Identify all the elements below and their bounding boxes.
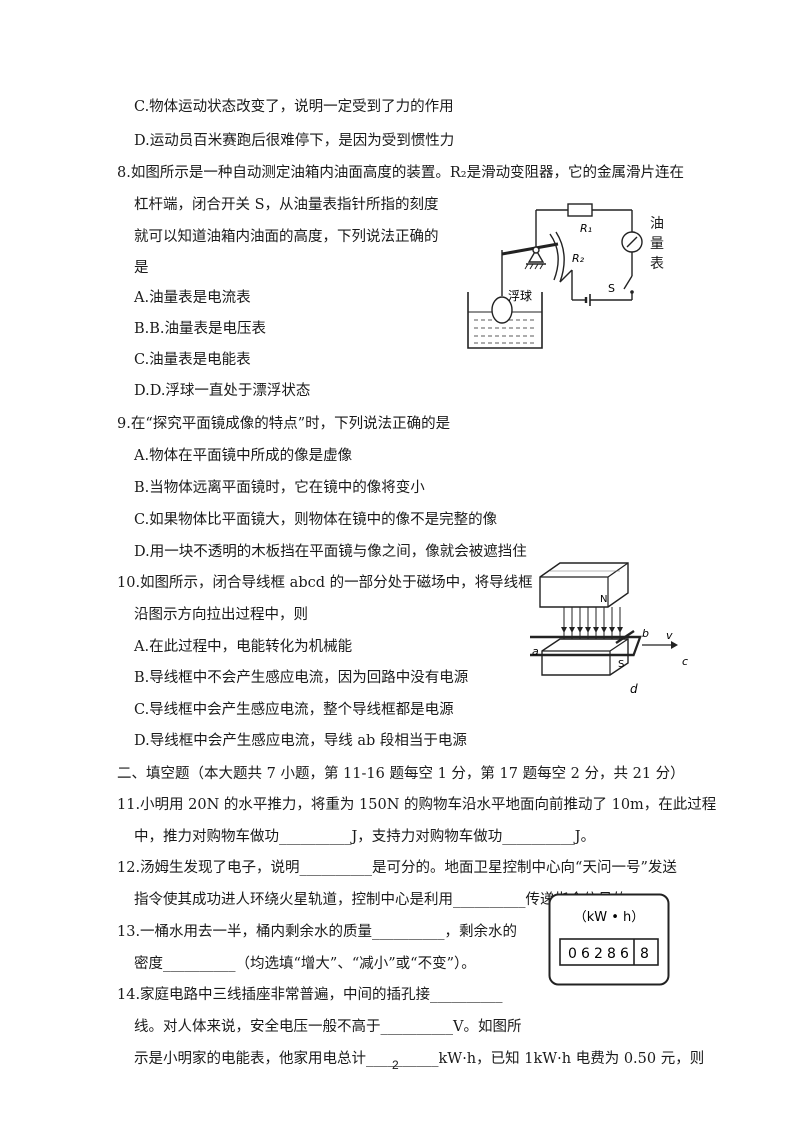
float-ball: [491, 296, 513, 324]
q9-option-a: A.物体在平面镜中所成的像是虚像: [134, 448, 353, 464]
label-n-pole: N: [600, 594, 607, 605]
pivot-icon: [527, 248, 545, 263]
q8-stem-2: 杠杆端，闭合开关 S，从油量表指针所指的刻度: [134, 197, 439, 213]
label-s-pole: S: [618, 659, 624, 670]
label-float-ball: 浮球: [508, 289, 532, 303]
label-v: v: [666, 629, 673, 642]
q9-option-c: C.如果物体比平面镜大，则物体在镜中的像不是完整的像: [134, 512, 498, 528]
q10-stem-1: 10.如图所示，闭合导线框 abcd 的一部分处于磁场中，将导线框: [117, 575, 533, 591]
q10-stem-2: 沿图示方向拉出过程中，则: [134, 607, 308, 623]
q11-line-1: 11.小明用 20N 的水平推力，将重为 150N 的购物车沿水平地面向前推动了…: [117, 797, 717, 813]
label-r1: R₁: [580, 222, 592, 235]
electricity-meter: （kW • h） 0 6 2 8 6 8: [548, 893, 670, 986]
q8-option-b: B.B.油量表是电压表: [134, 321, 267, 337]
q9-option-d: D.用一块不透明的木板挡在平面镜与像之间，像就会被遮挡住: [134, 544, 527, 560]
label-oil-gauge: 油量表: [650, 216, 664, 272]
label-b: b: [642, 627, 649, 640]
q14-line-3: 示是小明家的电能表，他家用电总计__________kW·h，已知 1kW·h …: [134, 1051, 705, 1067]
q8-stem-4: 是: [134, 260, 149, 276]
q8-stem-1: 8.如图所示是一种自动测定油箱内油面高度的装置。R₂是滑动变阻器，它的金属滑片连…: [117, 165, 685, 181]
q8-option-c: C.油量表是电能表: [134, 352, 251, 368]
label-r2: R₂: [572, 252, 585, 265]
q9-stem: 9.在“探究平面镜成像的特点”时，下列说法正确的是: [117, 416, 451, 432]
meter-unit: （kW • h）: [574, 910, 645, 925]
label-switch: S: [608, 282, 615, 295]
meter-digit: 2: [594, 946, 603, 962]
q7-option-d: D.运动员百米赛跑后很难停下，是因为受到惯性力: [134, 133, 455, 149]
meter-display: [559, 938, 659, 966]
q13-line-1: 13.一桶水用去一半，桶内剩余水的质量__________，剩余水的: [117, 924, 518, 940]
q14-line-2: 线。对人体来说，安全电压一般不高于__________V。如图所: [134, 1019, 522, 1035]
label-a: a: [532, 645, 539, 658]
q9-option-b: B.当物体远离平面镜时，它在镜中的像将变小: [134, 480, 425, 496]
meter-digit: 6: [581, 946, 590, 962]
magnet-coil-diagram: N S a b c d v: [530, 562, 688, 696]
q8-option-a: A.油量表是电流表: [134, 290, 251, 306]
q12-line-2: 指令使其成功进人环绕火星轨道，控制中心是利用__________传递指令信号的。: [134, 892, 642, 908]
resistor-r1: [567, 203, 593, 217]
q13-line-2: 密度__________（均选填“增大”、“减小”或“不变”）。: [134, 956, 476, 972]
fuel-gauge-diagram: 浮球 R₁ R₂ S: [467, 203, 643, 349]
q14-line-1: 14.家庭电路中三线插座非常普遍，中间的插孔接__________: [117, 987, 503, 1003]
label-d: d: [630, 682, 638, 696]
oil-tank: [467, 292, 543, 349]
q10-option-a: A.在此过程中，电能转化为机械能: [134, 639, 353, 655]
meter-decimal-digit: 8: [640, 946, 649, 962]
q12-line-1: 12.汤姆生发现了电子，说明__________是可分的。地面卫星控制中心向“天…: [117, 860, 677, 876]
q11-line-2: 中，推力对购物车做功__________J，支持力对购物车做功_________…: [134, 829, 596, 845]
q10-option-c: C.导线框中会产生感应电流，整个导线框都是电源: [134, 702, 454, 718]
meter-digit: 0: [568, 946, 577, 962]
switch-icon: [623, 275, 633, 290]
section-2-heading: 二、填空题（本大题共 7 小题，第 11-16 题每空 1 分，第 17 题每空…: [117, 766, 685, 782]
page-number: 2: [392, 1058, 399, 1072]
label-c: c: [682, 655, 688, 668]
q8-option-d: D.D.浮球一直处于漂浮状态: [134, 383, 311, 399]
q7-option-c: C.物体运动状态改变了，说明一定受到了力的作用: [134, 99, 454, 115]
q8-stem-3: 就可以知道油箱内油面的高度，下列说法正确的: [134, 229, 439, 245]
q10-option-b: B.导线框中不会产生感应电流，因为回路中没有电源: [134, 670, 469, 686]
meter-digit: 8: [607, 946, 616, 962]
meter-digit: 6: [620, 946, 629, 962]
q10-option-d: D.导线框中会产生感应电流，导线 ab 段相当于电源: [134, 733, 467, 749]
